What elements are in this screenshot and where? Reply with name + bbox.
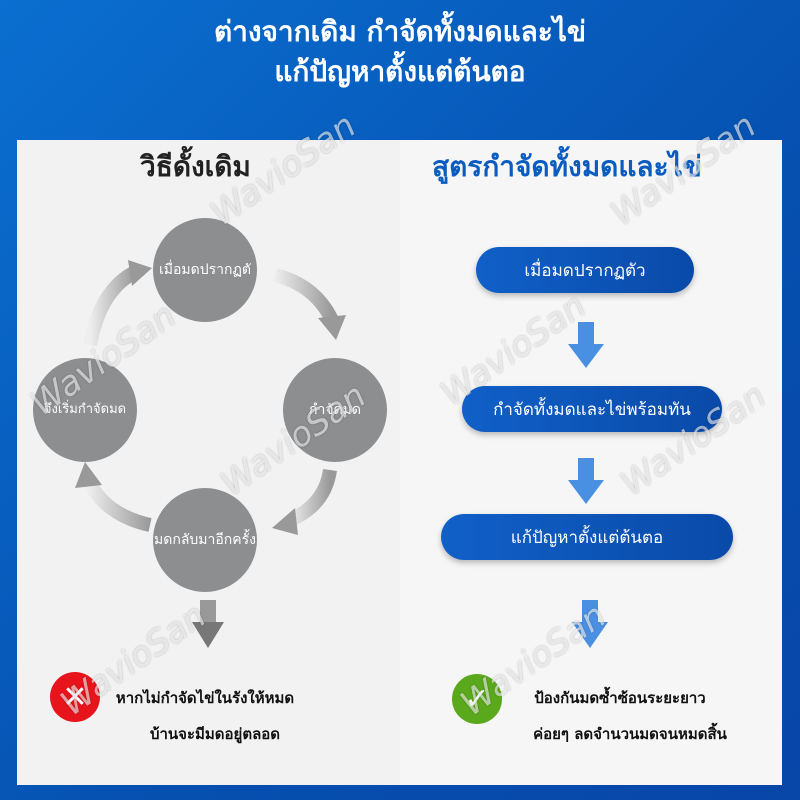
cycle-arrow-4 bbox=[83, 265, 139, 347]
step-kill-ants-and-eggs: กำจัดทั้งมดและไข่พร้อมทัน bbox=[462, 386, 722, 432]
cycle-step-ants-return: มดกลับมาอีกครั้ง bbox=[153, 488, 257, 592]
cycle-arrow-1-head bbox=[318, 315, 346, 340]
cycle-arrow-4-head bbox=[128, 260, 152, 286]
cycle-arrow-3-head bbox=[75, 462, 102, 488]
left-result-line-1: หากไม่กำจัดไข่ในรังให้หมด bbox=[115, 689, 295, 707]
cycle-step-start-again: จึงเริ่มกำจัดมด bbox=[33, 358, 137, 462]
down-arrow-3-head bbox=[572, 622, 608, 648]
down-arrow-3-shaft bbox=[582, 600, 598, 622]
formula-heading: สูตรกำจัดทั้งมดและไข่ bbox=[432, 150, 702, 183]
cycle-step-kill-ants: กำจัดมด bbox=[283, 358, 387, 462]
cycle-step-ants-appear: เมื่อมดปรากฏตั bbox=[153, 218, 257, 322]
check-icon: ✓ bbox=[452, 674, 502, 724]
right-result-line-1: ป้องกันมดซ้ำซ้อนระยะยาว bbox=[534, 689, 706, 707]
title-line-1: ต่างจากเดิม กำจัดทั้งมดและไข่ bbox=[213, 15, 587, 48]
step-fix-root-cause: แก้ปัญหาตั้งแต่ต้นตอ bbox=[441, 514, 733, 560]
step-ants-appear: เมื่อมดปรากฏตัว bbox=[476, 247, 694, 293]
cycle-arrow-2-head bbox=[272, 508, 298, 535]
down-arrow-1-shaft bbox=[578, 322, 594, 344]
x-icon: ✕ bbox=[50, 672, 100, 722]
down-arrow-left-head bbox=[192, 622, 224, 648]
right-result-line-2: ค่อยๆ ลดจำนวนมดจนหมดสิ้น bbox=[533, 725, 727, 743]
cycle-arrow-2 bbox=[287, 468, 337, 527]
title-line-2: แก้ปัญหาตั้งแต่ต้นตอ bbox=[274, 55, 526, 88]
cycle-arrow-1 bbox=[273, 268, 339, 324]
down-arrow-1-head bbox=[568, 344, 604, 368]
left-result-line-2: บ้านจะมีมดอยู่ตลอด bbox=[149, 725, 281, 743]
down-arrow-2-shaft bbox=[578, 458, 594, 480]
traditional-heading: วิธีดั้งเดิม bbox=[140, 150, 251, 183]
cycle-arrow-3 bbox=[81, 476, 152, 532]
page-title: ต่างจากเดิม กำจัดทั้งมดและไข่ แก้ปัญหาตั… bbox=[0, 12, 800, 92]
down-arrow-left-shaft bbox=[200, 600, 216, 622]
down-arrow-2-head bbox=[568, 480, 604, 504]
